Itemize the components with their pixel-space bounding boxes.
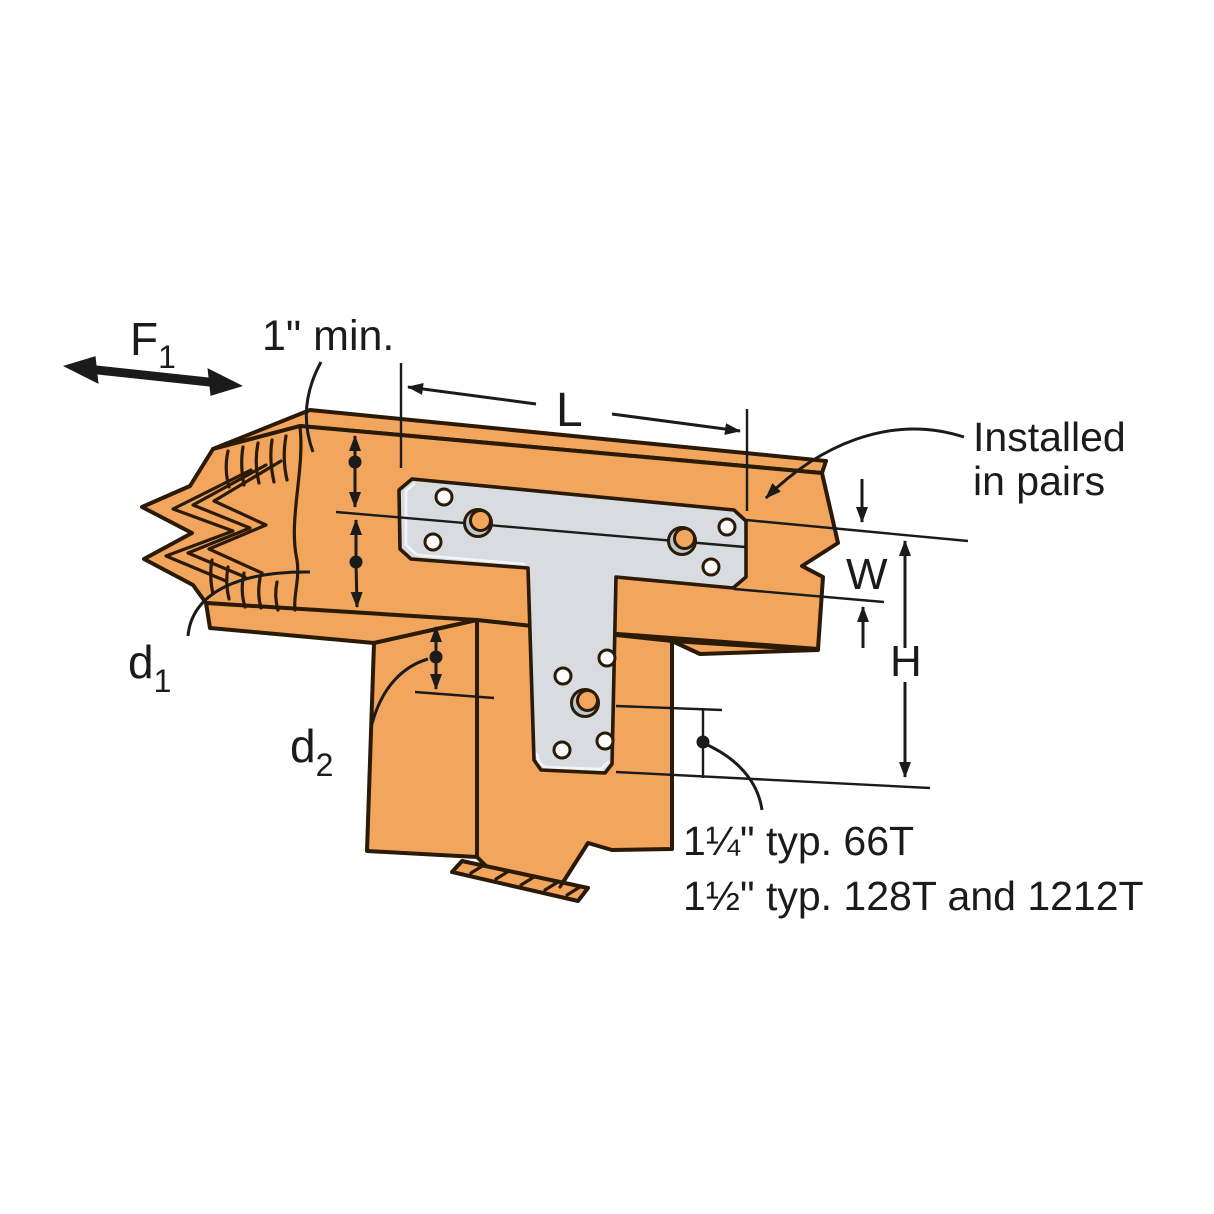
nail-hole [701, 557, 721, 577]
beam-underside-right [670, 639, 820, 656]
nail-hole [434, 487, 454, 507]
t-strap-plate-body [397, 477, 748, 775]
post [365, 618, 674, 903]
dimension-d2-chain [429, 626, 443, 690]
one-min-label: 1" min. [262, 312, 394, 360]
d2-leader-line [370, 657, 429, 725]
nail-hole [717, 517, 737, 537]
dimension-W [856, 479, 869, 648]
nail-hole [553, 666, 573, 686]
bolt-hole [570, 688, 600, 718]
nail-hole [423, 532, 443, 552]
strap-bottom-extension-line [733, 587, 885, 604]
installed-leader-line [764, 427, 965, 500]
typ-128t-1212t-label: 1½" typ. 128T and 1212T [683, 873, 1144, 919]
typ-66t-label: 1¼" typ. 66T [683, 818, 914, 864]
typ-leader-line [702, 741, 764, 811]
post-break-hatch-lines [469, 841, 590, 897]
width-label: W [846, 550, 888, 599]
post-left-face [365, 618, 479, 859]
d1-label: d1 [128, 636, 171, 699]
nail-hole [552, 740, 572, 760]
d2-label: d2 [290, 720, 333, 783]
dimension-edge-chain [348, 435, 363, 608]
height-label: H [890, 637, 922, 686]
bolt-hole [667, 526, 697, 556]
installed-in-pairs-label-line1: Installed [973, 414, 1126, 460]
nail-hole [595, 731, 615, 751]
beam-end-grain [164, 425, 303, 612]
post-break-hatch-band [450, 859, 590, 903]
d1-leader-line [186, 570, 311, 637]
installed-in-pairs-label-line2: in pairs [973, 458, 1105, 504]
dimension-typ [696, 735, 764, 811]
dimension-L [407, 383, 741, 435]
f1-force-label: F1 [130, 313, 176, 375]
t-strap-plate [335, 477, 748, 775]
f1-force-arrow [63, 356, 243, 396]
reference-lines [399, 363, 969, 790]
one-min-leader-line [304, 361, 323, 453]
strap-end-extension-line [615, 770, 931, 790]
stem-fastener-centerline [615, 704, 723, 712]
plate-thickness-highlight-bar [416, 553, 526, 566]
d2-extension-line [414, 690, 495, 700]
plate-thickness-highlight-stem [535, 752, 610, 771]
strap-top-extension-line [745, 518, 969, 543]
nail-hole [597, 648, 617, 668]
length-label: L [556, 384, 583, 437]
bolt-hole [463, 508, 493, 538]
